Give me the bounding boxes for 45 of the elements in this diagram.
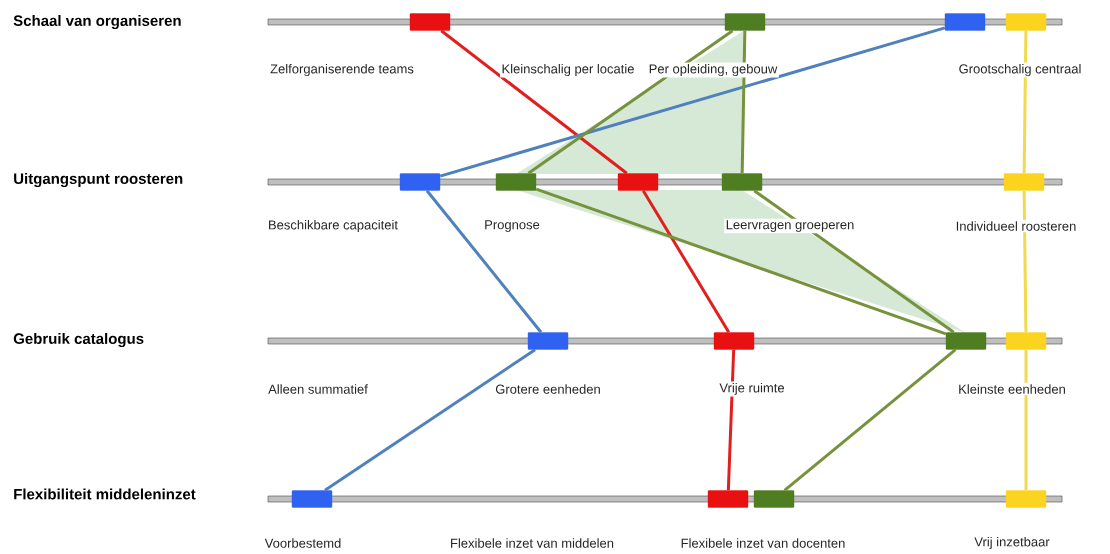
option-label: Kleinschalig per locatie (500, 62, 636, 78)
marker (707, 490, 749, 508)
option-label: Kleinste eenheden (956, 382, 1068, 396)
marker (527, 332, 569, 350)
row-title: Flexibiliteit middeleninzet (14, 488, 196, 500)
marker (753, 490, 795, 508)
marker (944, 13, 986, 31)
marker (1005, 332, 1047, 350)
option-label: Individueel roosteren (954, 219, 1078, 233)
option-label: Beschikbare capaciteit (266, 218, 400, 234)
connector-line (440, 29, 628, 175)
connector-line (1024, 349, 1028, 491)
marker (1005, 490, 1047, 508)
marker (724, 13, 766, 31)
option-label: Flexibele inzet van docenten (679, 536, 847, 550)
marker (721, 173, 763, 191)
connector-line (726, 349, 736, 491)
option-label: Prognose (482, 218, 542, 234)
option-label: Grotere eenheden (493, 382, 603, 396)
option-label: Grootschalig centraal (957, 62, 1083, 78)
marker (617, 173, 659, 191)
row-title: Schaal van organiseren (13, 15, 181, 30)
connector-line (783, 348, 957, 492)
marker (1003, 173, 1045, 191)
marker (409, 13, 451, 31)
row-title: Uitgangspunt roosteren (14, 173, 183, 188)
marker (291, 490, 333, 508)
option-label: Vrij inzetbaar (972, 535, 1052, 551)
marker (1005, 13, 1047, 31)
option-label: Alleen summatief (266, 382, 370, 396)
connector-line (740, 30, 747, 174)
connector-line (425, 189, 543, 334)
option-label: Vrije ruimte (717, 381, 787, 397)
marker (713, 332, 755, 350)
connector-line (753, 189, 955, 334)
marker (945, 332, 987, 350)
row-title: Gebruik catalogus (13, 333, 144, 348)
marker (495, 173, 537, 191)
marker (399, 173, 441, 191)
connector-line (324, 348, 536, 492)
option-label: Flexibele inzet van middelen (448, 536, 616, 550)
connector-line (1022, 30, 1028, 174)
connector-line (439, 26, 946, 178)
connector-line (641, 189, 731, 334)
connector-line (1022, 190, 1028, 333)
